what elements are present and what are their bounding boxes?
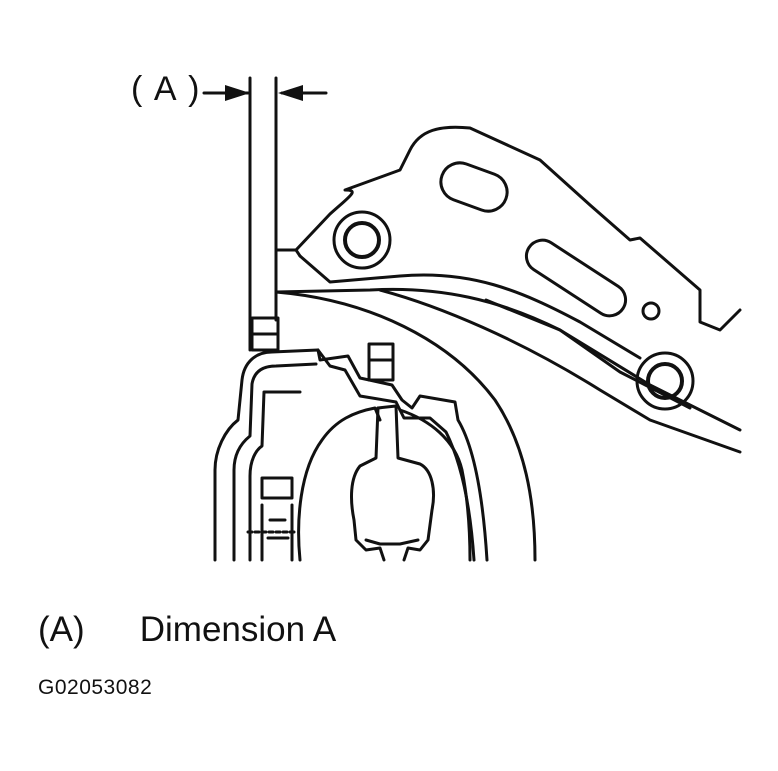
dimension-arrows: [202, 85, 328, 101]
figure-id: G02053082: [38, 676, 153, 699]
legend-key: (A): [38, 610, 85, 649]
housing-arc: [274, 290, 537, 562]
legend-description: Dimension A: [139, 610, 337, 649]
lower-housing: [213, 342, 489, 562]
technical-illustration: [202, 76, 742, 562]
bolt-upper: [332, 210, 392, 270]
vertical-plate: [248, 76, 280, 352]
legend-row: (A) Dimension A: [38, 610, 336, 650]
dimension-callout-label: ( A ): [131, 70, 202, 108]
bolt-lower: [635, 351, 695, 411]
bracket-arm: [274, 125, 742, 454]
